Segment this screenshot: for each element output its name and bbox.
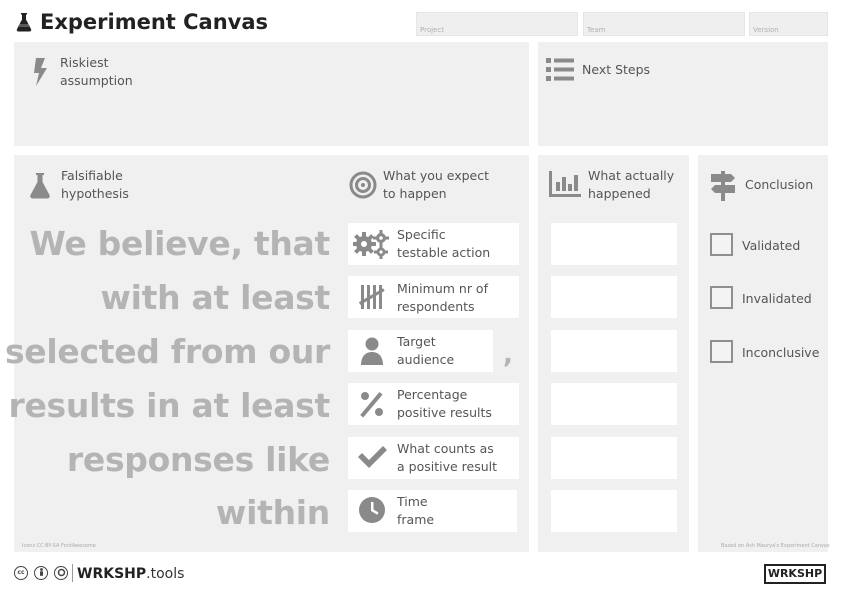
percent-icon <box>360 390 384 422</box>
actual-result-box[interactable] <box>551 223 677 265</box>
actual-result-box[interactable] <box>551 437 677 479</box>
tally-icon <box>358 283 386 315</box>
expect-item-label: Time frame <box>397 494 435 527</box>
invalidated-checkbox[interactable] <box>710 286 733 309</box>
project-field[interactable]: Project <box>416 12 578 36</box>
expect-item-label: Specific testable action <box>397 227 491 260</box>
expect-box-percentage[interactable] <box>348 383 519 425</box>
statement-line: selected from our <box>4 332 330 371</box>
version-field-label: Version <box>753 26 779 34</box>
expect-label: What you expect to happen <box>383 168 490 201</box>
page-title: Experiment Canvas <box>16 10 268 37</box>
flask-icon <box>29 172 51 204</box>
brand-logo[interactable]: WRKSHP.tools <box>77 566 185 582</box>
conclusion-label: Conclusion <box>745 177 814 192</box>
cc-license-icon: cc <box>14 566 28 580</box>
bar-chart-icon <box>549 171 581 201</box>
expect-item-label: What counts as a positive result <box>397 441 497 474</box>
signpost-icon <box>709 171 737 205</box>
icons-credit: Icons CC-BY-SA FontAwesome <box>22 543 96 549</box>
actual-result-box[interactable] <box>551 490 677 532</box>
riskiest-assumption-label: Riskiest assumption <box>60 55 133 88</box>
bolt-icon <box>31 57 49 91</box>
person-icon <box>360 336 384 370</box>
statement-line: responses like <box>66 440 330 479</box>
list-icon <box>546 58 576 86</box>
inconclusive-label: Inconclusive <box>742 345 820 360</box>
statement-line: with at least <box>100 278 330 317</box>
statement-line: results in at least <box>8 386 330 425</box>
expect-item-label: Target audience <box>397 334 455 367</box>
expect-box-respondents[interactable] <box>348 276 519 318</box>
team-field-label: Team <box>587 26 606 34</box>
expect-item-label: Minimum nr of respondents <box>397 281 488 314</box>
invalidated-label: Invalidated <box>742 291 812 306</box>
next-steps-label: Next Steps <box>582 62 651 77</box>
statement-line: We believe, that <box>29 224 330 263</box>
actual-label: What actually happened <box>588 168 675 201</box>
expect-item-label: Percentage positive results <box>397 387 492 420</box>
wrkshp-badge[interactable]: WRKSHP <box>764 564 826 584</box>
validated-label: Validated <box>742 238 801 253</box>
footer-divider <box>72 564 73 582</box>
by-license-icon <box>34 566 48 580</box>
validated-checkbox[interactable] <box>710 233 733 256</box>
clock-icon <box>358 496 386 528</box>
expect-box-action[interactable] <box>348 223 519 265</box>
statement-line: within <box>215 493 330 532</box>
actual-result-box[interactable] <box>551 383 677 425</box>
target-icon <box>349 171 377 203</box>
inconclusive-checkbox[interactable] <box>710 340 733 363</box>
gears-icon <box>352 229 389 263</box>
next-steps-panel[interactable] <box>538 42 828 146</box>
actual-result-box[interactable] <box>551 330 677 372</box>
team-field[interactable]: Team <box>583 12 745 36</box>
checkmark-icon <box>356 444 388 474</box>
hypothesis-label: Falsifiable hypothesis <box>61 168 129 201</box>
flask-icon <box>16 12 32 37</box>
project-field-label: Project <box>420 26 444 34</box>
riskiest-assumption-panel[interactable] <box>14 42 529 146</box>
statement-comma: , <box>503 340 513 370</box>
sa-license-icon <box>54 566 68 580</box>
based-on-credit: Based on Ash Maurya's Experiment Canvas <box>721 543 830 549</box>
version-field[interactable]: Version <box>749 12 828 36</box>
actual-result-box[interactable] <box>551 276 677 318</box>
